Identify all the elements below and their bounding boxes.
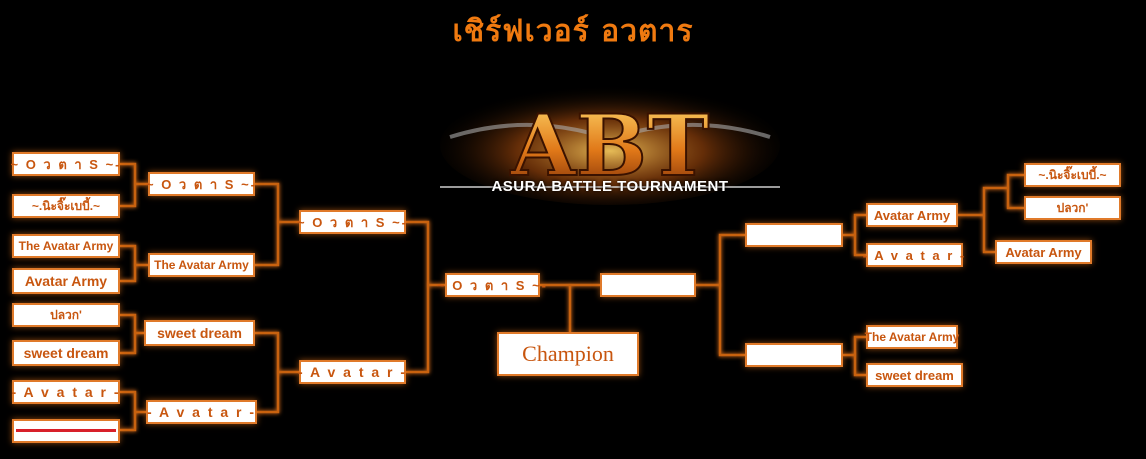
- team-slot-right-q-1: Avatar Army: [866, 203, 958, 227]
- team-slot-right-semi-1: [745, 223, 843, 247]
- team-slot-left-final: ~ O ว ต า S ~-: [437, 273, 546, 297]
- team-slot-left-r1-3: The Avatar Army: [12, 234, 120, 258]
- team-slot-left-r1-2: ~.นิะจิ๊ะเบบี้.~: [12, 194, 120, 218]
- team-slot-left-r1-5: ปลวก': [12, 303, 120, 327]
- team-slot-right-q-4: sweet dream: [866, 363, 963, 387]
- empty-slot-marker: [16, 429, 116, 432]
- team-slot-left-r1-1: ~ O ว ต า S ~-: [11, 152, 120, 176]
- team-slot-right-final: [600, 273, 696, 297]
- abt-logo: ABT: [440, 85, 780, 205]
- team-slot-left-r2-1: ~ O ว ต า S ~-: [146, 172, 255, 196]
- logo-caption: ASURA BATTLE TOURNAMENT: [491, 178, 729, 195]
- team-slot-right-q-3: The Avatar Army: [865, 325, 959, 349]
- team-slot-right-q-2: - A v a t a r -: [863, 243, 964, 267]
- team-slot-left-r1-8: [12, 419, 120, 443]
- team-slot-left-r2-4: - A v a t a r -: [146, 400, 257, 424]
- page-title: เชิร์ฟเวอร์ อวตาร: [452, 14, 694, 49]
- team-slot-left-r1-4: Avatar Army: [12, 268, 120, 294]
- team-slot-left-r3-2: - A v a t a r -: [298, 360, 406, 384]
- team-slot-right-pair-winner: Avatar Army: [995, 240, 1092, 264]
- team-slot-right-pair-1: ~.นิะจิ๊ะเบบี้.~: [1024, 163, 1121, 187]
- logo-letters: ABT: [510, 96, 710, 195]
- team-slot-right-pair-2: ปลวก': [1024, 196, 1121, 220]
- champion-box: Champion: [497, 332, 639, 376]
- team-slot-left-r3-1: ~ O ว ต า S ~-: [297, 210, 406, 234]
- team-slot-left-r2-3: sweet dream: [144, 320, 255, 346]
- team-slot-left-r2-2: The Avatar Army: [148, 253, 255, 277]
- team-slot-left-r1-6: sweet dream: [12, 340, 120, 366]
- team-slot-right-semi-2: [745, 343, 843, 367]
- team-slot-left-r1-7: - A v a t a r -: [11, 380, 120, 404]
